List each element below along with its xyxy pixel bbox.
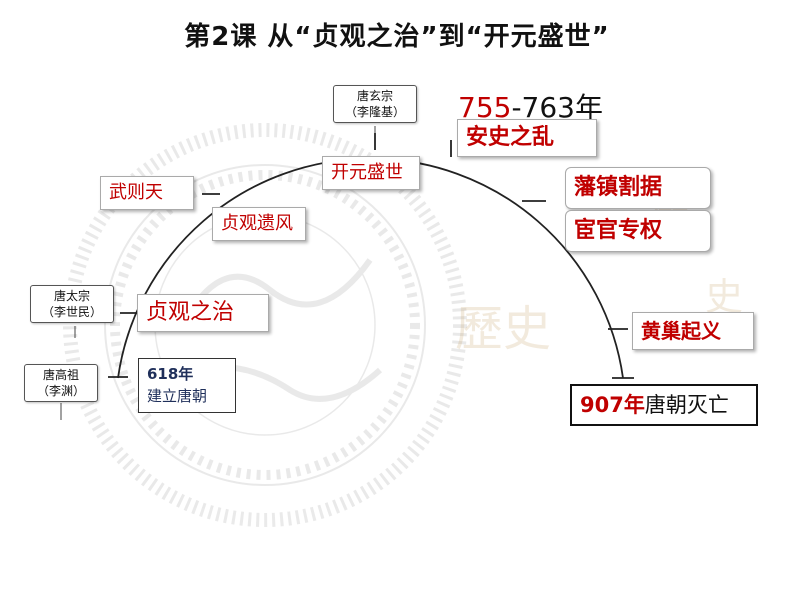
emperor-taizong: 唐太宗 （李世民） [30, 285, 114, 323]
zhenguan-legacy-box: 贞观遗风 [212, 207, 306, 241]
fall-year: 907年 [580, 393, 645, 417]
zhenguan-legacy-label: 贞观遗风 [221, 213, 293, 234]
emperor-gaozu-given: （李渊） [36, 384, 85, 398]
fanzhen-box: 藩镇割据 [565, 167, 711, 209]
kaiyuan-box: 开元盛世 [322, 156, 420, 190]
founding-text: 建立唐朝 [147, 387, 208, 405]
anshi-label: 安史之乱 [466, 125, 555, 150]
huangchao-label: 黄巢起义 [641, 319, 721, 343]
emperor-gaozu: 唐高祖 （李渊） [24, 364, 98, 402]
eunuch-label: 宦官专权 [574, 218, 663, 243]
kaiyuan-label: 开元盛世 [331, 162, 403, 183]
fall-text: 唐朝灭亡 [644, 393, 729, 417]
tick-marks [108, 133, 634, 379]
bg-mark-history: 歷史 [455, 301, 551, 357]
emperor-taizong-name: 唐太宗 [53, 289, 90, 303]
zhenguan-rule-label: 贞观之治 [146, 300, 235, 325]
fall-box: 907年唐朝灭亡 [570, 384, 758, 426]
emperor-guides [60, 126, 376, 420]
fanzhen-label: 藩镇割据 [574, 175, 663, 200]
wu-zetian-box: 武则天 [100, 176, 194, 210]
huangchao-box: 黄巢起义 [632, 312, 754, 350]
anshi-year-end: -763年 [511, 91, 604, 124]
anshi-years: 755-763年 [458, 86, 603, 126]
page-title: 第2课 从“贞观之治”到“开元盛世” [184, 22, 610, 52]
emperor-gaozu-name: 唐高祖 [42, 368, 79, 382]
anshi-box: 安史之乱 [457, 119, 597, 157]
founding-box: 618年 建立唐朝 [138, 358, 236, 413]
wu-zetian-label: 武则天 [109, 182, 163, 203]
founding-year: 618年 [147, 365, 194, 383]
emperor-xuanzong-given: （李隆基） [344, 105, 405, 119]
eunuch-box: 宦官专权 [565, 210, 711, 252]
emperor-taizong-given: （李世民） [41, 305, 102, 319]
emperor-xuanzong-name: 唐玄宗 [356, 89, 393, 103]
bg-mark-shi: 史 [705, 275, 743, 319]
anshi-year-start: 755 [458, 91, 512, 124]
zhenguan-rule-box: 贞观之治 [137, 294, 269, 332]
emperor-xuanzong: 唐玄宗 （李隆基） [333, 85, 417, 123]
